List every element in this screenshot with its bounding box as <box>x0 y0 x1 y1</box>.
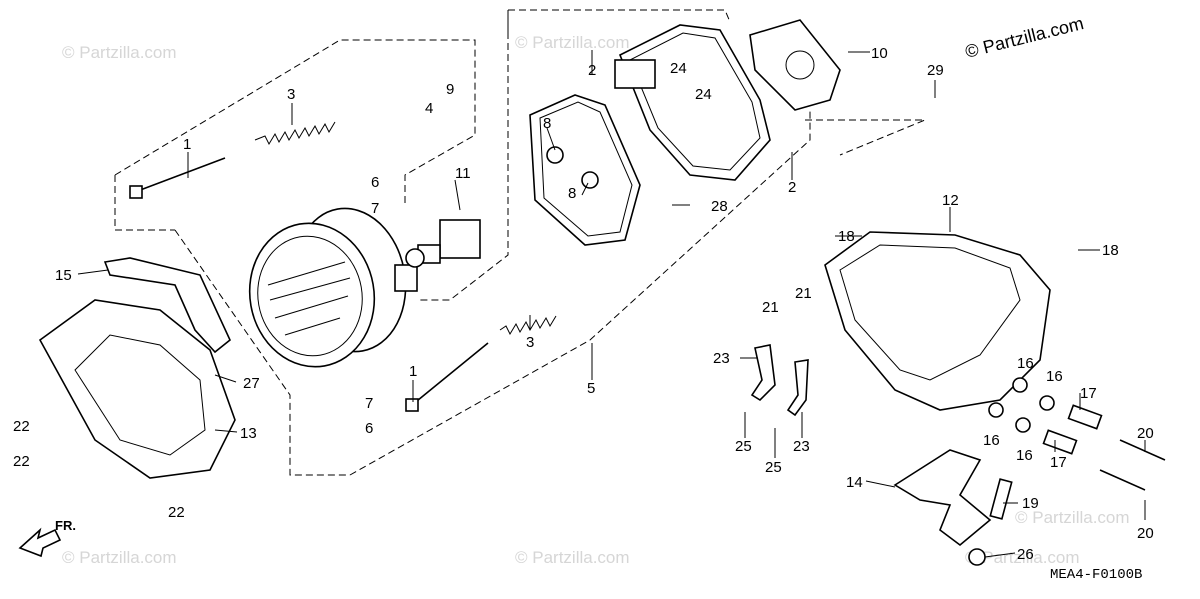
callout-7: 7 <box>365 395 373 412</box>
callout-8: 8 <box>568 185 576 202</box>
callout-18: 18 <box>1102 242 1119 259</box>
callout-11: 11 <box>455 165 471 182</box>
callout-14: 14 <box>846 474 863 491</box>
front-direction-arrow: FR. <box>18 518 76 558</box>
callout-24: 24 <box>695 86 712 103</box>
callout-24: 24 <box>670 60 687 77</box>
callout-12: 12 <box>942 192 959 209</box>
bolt-lower <box>411 342 489 406</box>
callout-10: 10 <box>871 45 888 62</box>
callout-29: 29 <box>927 62 944 79</box>
callout-2: 2 <box>588 62 596 79</box>
callout-17: 17 <box>1050 454 1067 471</box>
callout-6: 6 <box>365 420 373 437</box>
callout-1: 1 <box>183 136 191 153</box>
callout-28: 28 <box>711 198 728 215</box>
callout-5: 5 <box>587 380 595 397</box>
callout-16: 16 <box>1046 368 1063 385</box>
callout-22: 22 <box>13 453 30 470</box>
stay-b <box>786 359 809 417</box>
callout-13: 13 <box>240 425 257 442</box>
callout-4: 4 <box>425 100 433 117</box>
callout-3: 3 <box>526 334 534 351</box>
bolt-lower-head <box>405 398 419 412</box>
diagram-code: MEA4-F0100B <box>1050 567 1142 583</box>
mount-hardware <box>893 377 1166 566</box>
callout-25: 25 <box>765 459 782 476</box>
callout-3: 3 <box>287 86 295 103</box>
callout-20: 20 <box>1137 425 1154 442</box>
watermarks: © Partzilla.com © Partzilla.com © Partzi… <box>62 33 1130 567</box>
headlight-case <box>614 24 771 181</box>
watermark: © Partzilla.com <box>515 33 630 52</box>
callout-8: 8 <box>543 115 551 132</box>
callout-18: 18 <box>838 228 855 245</box>
upper-left-outline <box>114 39 476 205</box>
callout-7: 7 <box>371 200 379 217</box>
spring-upper <box>254 121 336 146</box>
headlight-visor <box>824 231 1051 411</box>
callout-16: 16 <box>983 432 1000 449</box>
callout-1: 1 <box>409 363 417 380</box>
callout-numbers: 1 1 2 2 3 3 4 5 6 6 7 7 8 8 9 10 11 12 1… <box>13 45 1154 563</box>
bolt-upper <box>134 157 226 193</box>
callout-21: 21 <box>762 299 779 316</box>
top-outline-h <box>508 9 731 23</box>
right-outline <box>349 110 811 476</box>
callout-6: 6 <box>371 174 379 191</box>
spring-lower <box>499 315 557 336</box>
headlight-stay <box>103 257 231 354</box>
callout-22: 22 <box>168 504 185 521</box>
stay-a <box>750 344 776 402</box>
bolt-upper-head <box>129 185 143 199</box>
front-label: FR. <box>55 518 76 533</box>
lower-left-outline <box>174 229 350 476</box>
callout-25: 25 <box>735 438 752 455</box>
callout-17: 17 <box>1080 385 1097 402</box>
watermark: © Partzilla.com <box>62 548 177 567</box>
assembly-outlines <box>114 9 926 476</box>
watermark: © Partzilla.com <box>62 43 177 62</box>
left-outline <box>114 175 175 231</box>
rear-cover <box>749 19 841 111</box>
callout-16: 16 <box>1016 447 1033 464</box>
headlight-rim <box>38 299 236 479</box>
center-outline <box>420 10 509 301</box>
outline-29 <box>805 119 926 156</box>
callout-23: 23 <box>793 438 810 455</box>
callout-9: 9 <box>446 81 454 98</box>
callout-21: 21 <box>795 285 812 302</box>
watermark: © Partzilla.com <box>515 548 630 567</box>
watermark: © Partzilla.com <box>965 548 1080 567</box>
callout-27: 27 <box>243 375 260 392</box>
callout-2: 2 <box>788 179 796 196</box>
brand-label: © Partzilla.com <box>963 13 1086 62</box>
bulb <box>405 219 481 268</box>
callout-20: 20 <box>1137 525 1154 542</box>
callout-26: 26 <box>1017 546 1034 563</box>
callout-23: 23 <box>713 350 730 367</box>
mounting-ring <box>529 94 641 246</box>
headlight-unit <box>248 207 418 368</box>
callout-22: 22 <box>13 418 30 435</box>
callout-15: 15 <box>55 267 72 284</box>
watermark: © Partzilla.com <box>1015 508 1130 527</box>
callout-16: 16 <box>1017 355 1034 372</box>
leader-lines <box>77 50 1146 558</box>
callout-19: 19 <box>1022 495 1039 512</box>
